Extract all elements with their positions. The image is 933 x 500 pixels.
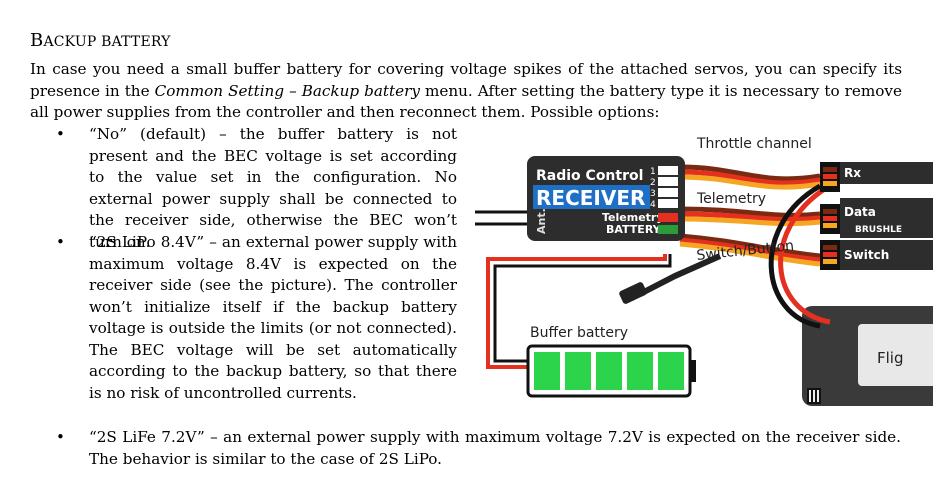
switch-plug [619, 282, 647, 304]
throttle-cable [679, 174, 821, 190]
esc-black-wire [768, 183, 822, 329]
bullet-icon: • [56, 125, 65, 143]
battery-cell [658, 352, 684, 390]
channel-3-label: 3 [650, 189, 656, 199]
intro-paragraph: In case you need a small buffer battery … [30, 60, 902, 121]
channel-1-label: 1 [650, 167, 656, 177]
channel-slot [658, 177, 678, 186]
battery-black-wire [493, 254, 672, 363]
battery-slot [658, 225, 678, 234]
receiver-name-band [533, 185, 650, 209]
receiver-title: Radio Control [536, 168, 643, 184]
buffer-battery-label: Buffer battery [530, 325, 628, 341]
battery-cell [534, 352, 560, 390]
receiver-name: RECEIVER [536, 186, 645, 210]
battery-cell [596, 352, 622, 390]
receiver-telemetry-label: Telemetry [602, 211, 664, 224]
esc-fly-label: Flig [877, 349, 903, 367]
conn-switch-label: Switch [844, 248, 889, 262]
esc-red-wire [778, 185, 831, 325]
menu-path: Common Setting – Backup battery [154, 81, 420, 100]
option-2s-life: “2S LiFe 7.2V” – an external power suppl… [89, 428, 901, 468]
channel-slot [658, 188, 678, 197]
wiring-diagram: Flig Radio Control RECEIVER Ant. Telemet… [470, 126, 933, 426]
section-heading: BACKUP BATTERY [30, 30, 171, 51]
esc-brushless-label: BRUSHLE [855, 225, 902, 235]
conn-rx-label: Rx [844, 166, 861, 180]
channel-2-label: 2 [650, 178, 656, 188]
receiver-battery-label: BATTERY [606, 223, 662, 236]
channel-slot [658, 199, 678, 208]
switch-lead [638, 253, 722, 297]
telemetry-label: Telemetry [696, 191, 766, 207]
bullet-icon: • [56, 233, 65, 251]
channel-4-label: 4 [650, 200, 656, 210]
telemetry-cable [679, 216, 821, 227]
switch-cable [679, 241, 821, 267]
channel-slot [658, 166, 678, 175]
conn-data-label: Data [844, 205, 876, 219]
receiver-ant-label: Ant. [535, 208, 548, 234]
battery-cell [565, 352, 591, 390]
battery-cell [627, 352, 653, 390]
buffer-battery-terminal [690, 360, 696, 382]
bullet-icon: • [56, 428, 65, 446]
throttle-channel-label: Throttle channel [696, 136, 812, 152]
option-no: “No” (default) – the buffer battery is n… [89, 125, 457, 251]
esc-label-panel [858, 324, 933, 386]
option-2s-lipo: “2S LiPo 8.4V” – an external power suppl… [89, 233, 457, 402]
battery-red-wire [486, 254, 667, 369]
telemetry-slot [658, 213, 678, 222]
